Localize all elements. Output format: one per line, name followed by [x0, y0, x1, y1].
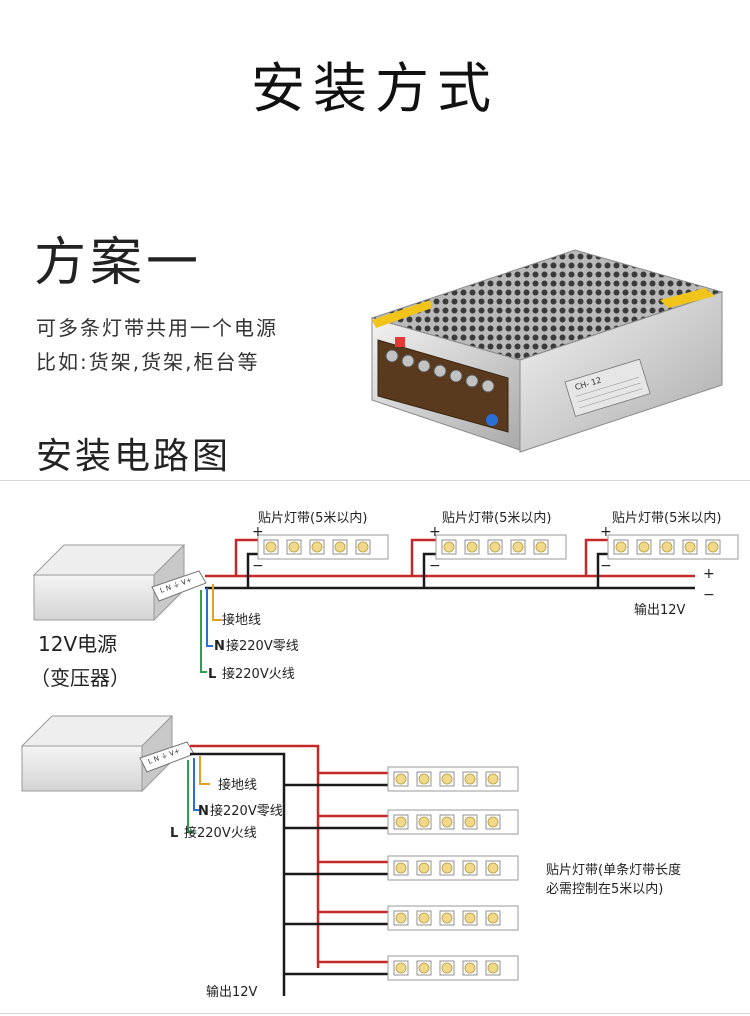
page-title: 安装方式 — [251, 57, 499, 120]
minus-sign: − — [600, 558, 612, 574]
terminal-screws — [385, 349, 495, 393]
strip-row-2 — [284, 809, 519, 835]
strip-row-4 — [284, 905, 519, 931]
power-supply-icon-1 — [33, 544, 207, 621]
description-line-1: 可多条灯带共用一个电源 — [36, 316, 278, 340]
neutral-wire-label: 接220V零线 — [210, 803, 283, 819]
minus-sign: − — [252, 558, 264, 574]
psu-name-label: 12V电源 — [38, 632, 117, 656]
live-prefix: L — [208, 667, 216, 682]
strip-row-5 — [284, 955, 519, 981]
minus-sign: − — [703, 587, 715, 603]
psu-type-label: （变压器） — [30, 666, 130, 690]
power-supply-photo: CH- 12 — [370, 249, 724, 453]
ground-wire — [199, 756, 210, 785]
scheme-title: 方案一 — [34, 233, 203, 293]
strip-branch-1: + − 贴片灯带(5米以内) — [234, 510, 389, 588]
strip-label: 贴片灯带(5米以内) — [612, 510, 721, 526]
strip-label: 贴片灯带(5米以内) — [442, 510, 551, 526]
section-divider — [0, 480, 750, 481]
wiring-diagram-2: 接地线 N 接220V零线 L 接220V火线 贴片灯带(单条灯带长度 必需控制… — [21, 715, 681, 1000]
ground-wire-label: 接地线 — [218, 777, 257, 793]
ground-wire — [212, 584, 222, 621]
plus-sign: + — [252, 524, 264, 540]
output-12v-label: 输出12V — [634, 602, 686, 618]
plus-sign: + — [429, 524, 441, 540]
live-wire-label: 接220V火线 — [222, 666, 295, 682]
adjust-potentiometer-icon — [486, 414, 498, 426]
live-wire-label: 接220V火线 — [184, 825, 257, 841]
plus-sign: + — [600, 524, 612, 540]
strip-note-line-1: 贴片灯带(单条灯带长度 — [546, 862, 681, 878]
neutral-wire — [193, 758, 200, 811]
strip-branch-3: + − 贴片灯带(5米以内) — [584, 510, 739, 588]
positive-trunk-wire — [190, 744, 320, 968]
strip-row-3 — [284, 855, 519, 881]
neutral-wire-label: 接220V零线 — [226, 638, 299, 654]
neutral-prefix: N — [198, 804, 209, 819]
ground-wire-label: 接地线 — [222, 612, 261, 628]
minus-sign: − — [429, 558, 441, 574]
description-line-2: 比如:货架,货架,柜台等 — [36, 350, 260, 374]
negative-trunk-wire — [190, 752, 286, 996]
strip-branch-2: + − 贴片灯带(5米以内) — [410, 510, 567, 588]
strip-note-line-2: 必需控制在5米以内) — [546, 881, 663, 897]
output-12v-label: 输出12V — [206, 984, 258, 1000]
wiring-diagram-title: 安装电路图 — [36, 436, 232, 477]
plus-sign: + — [703, 566, 715, 582]
power-supply-icon-2 — [21, 715, 195, 792]
strip-label: 贴片灯带(5米以内) — [258, 510, 367, 526]
neutral-prefix: N — [214, 639, 225, 654]
live-wire — [187, 760, 194, 833]
live-wire — [200, 590, 207, 673]
live-prefix: L — [170, 826, 178, 841]
bottom-divider — [0, 1013, 750, 1014]
strip-row-1 — [284, 766, 519, 792]
wiring-diagram-1: + − 贴片灯带(5米以内) + − 贴片灯带(5米以内) + − 贴片灯带(5… — [30, 510, 739, 690]
red-label-icon — [395, 337, 405, 347]
neutral-wire — [206, 588, 213, 647]
